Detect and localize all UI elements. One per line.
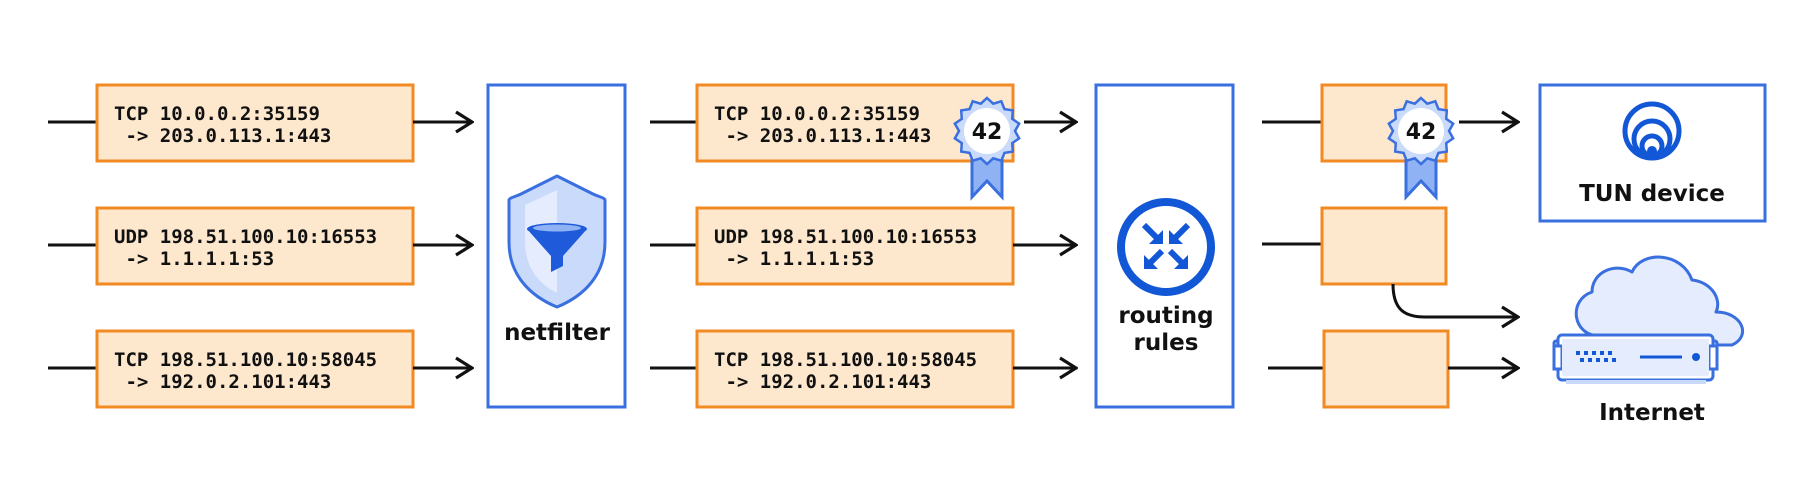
mark-value: 42: [1406, 120, 1437, 145]
packet-box: [1322, 329, 1450, 409]
routed-column: 42: [1262, 83, 1518, 409]
mark-badge: 42: [1387, 96, 1455, 201]
packet-line-1: TCP 10.0.0.2:35159: [114, 103, 320, 125]
packet-box: UDP 198.51.100.10:16553 -> 1.1.1.1:53: [95, 206, 415, 286]
packet-box: TCP 10.0.0.2:35159 -> 203.0.113.1:443: [95, 83, 415, 163]
packet-line-2: -> 1.1.1.1:53: [714, 248, 874, 270]
packet-line-1: TCP 198.51.100.10:58045: [714, 349, 977, 371]
input-column: TCP 10.0.0.2:35159 -> 203.0.113.1:443 UD…: [48, 83, 472, 409]
packet-box: TCP 198.51.100.10:58045 -> 192.0.2.101:4…: [95, 329, 415, 409]
routing-arrows-icon: [1117, 198, 1215, 296]
packet-line-2: -> 203.0.113.1:443: [114, 125, 331, 147]
packet-line-1: UDP 198.51.100.10:16553: [714, 226, 977, 248]
packet-line-1: TCP 10.0.0.2:35159: [714, 103, 920, 125]
packet-box: TCP 198.51.100.10:58045 -> 192.0.2.101:4…: [695, 329, 1015, 409]
packet-box-rect: [95, 83, 415, 163]
packet-line-1: UDP 198.51.100.10:16553: [114, 226, 377, 248]
netfilter-label: netfilter: [504, 320, 610, 346]
packet-line-2: -> 203.0.113.1:443: [714, 125, 931, 147]
packet-line-2: -> 1.1.1.1:53: [114, 248, 274, 270]
tun-device-box: TUN device: [1538, 83, 1767, 223]
packet-box-rect: [95, 329, 415, 409]
shield-funnel-icon: [507, 174, 607, 309]
routing-label-line1: routing: [1118, 303, 1213, 329]
internet-label: Internet: [1599, 400, 1705, 426]
marked-column: TCP 10.0.0.2:35159 -> 203.0.113.1:443 UD…: [650, 83, 1076, 409]
cloud-server-icon: [1552, 255, 1745, 384]
packet-box-rect: [95, 206, 415, 286]
routing-label-line2: rules: [1134, 330, 1199, 356]
packet-box: [1320, 206, 1448, 286]
mark-value: 42: [972, 120, 1003, 145]
packet-box-rect: [695, 206, 1015, 286]
netfilter-box: netfilter: [486, 83, 627, 409]
packet-line-2: -> 192.0.2.101:443: [714, 371, 931, 393]
tun-signal-icon: [1622, 101, 1682, 161]
mark-badge: 42: [953, 96, 1021, 201]
arrow-to-internet: [1391, 283, 1518, 317]
tun-label: TUN device: [1579, 181, 1725, 207]
internet-node: Internet: [1552, 255, 1745, 426]
packet-line-1: TCP 198.51.100.10:58045: [114, 349, 377, 371]
routing-rules-box: routing rules: [1094, 83, 1235, 409]
packet-box: UDP 198.51.100.10:16553 -> 1.1.1.1:53: [695, 206, 1015, 286]
packet-line-2: -> 192.0.2.101:443: [114, 371, 331, 393]
